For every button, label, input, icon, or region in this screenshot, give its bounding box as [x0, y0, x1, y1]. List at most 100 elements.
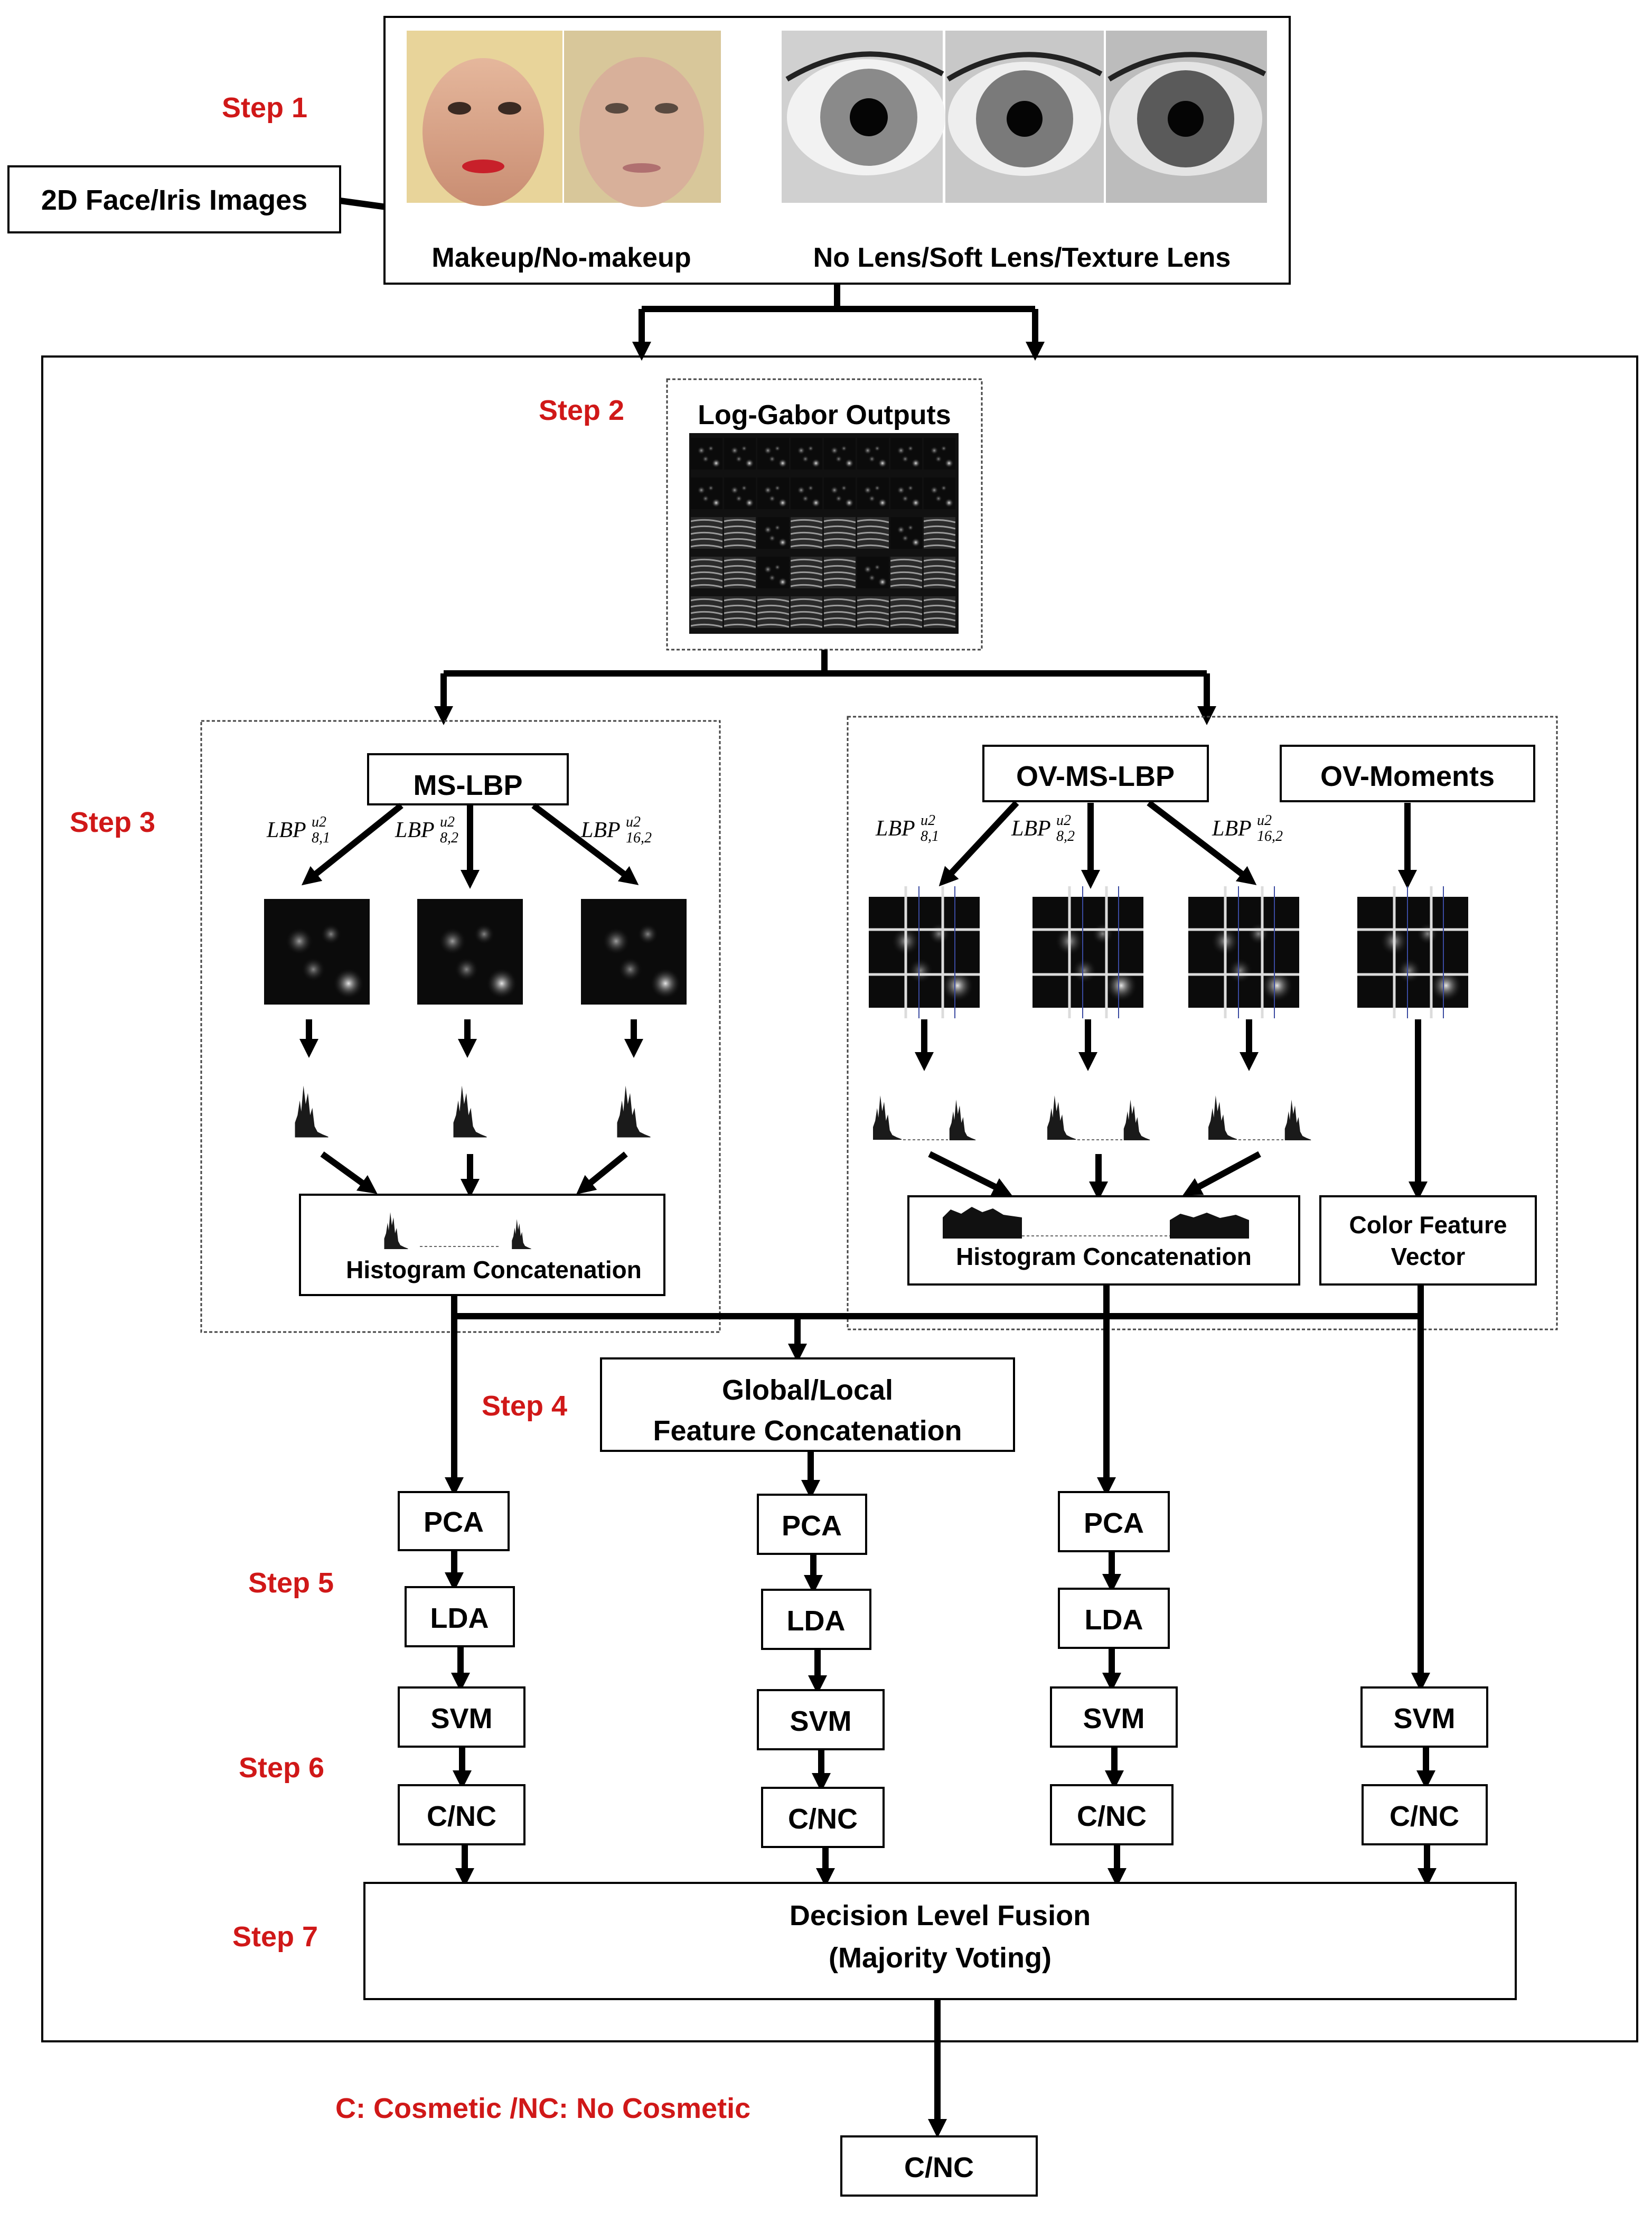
svg-text:LBP: LBP: [395, 818, 435, 842]
lbp-label-16-2-left: LBP u2 16,2: [580, 814, 652, 846]
color-feature-label-1: Color Feature: [1349, 1211, 1507, 1239]
ov-histogram-pair-3: [1208, 1095, 1311, 1140]
ov-concat-box: [907, 1195, 1300, 1286]
col2-pca-label: PCA: [782, 1510, 842, 1542]
col4-svm-box: [1360, 1686, 1488, 1748]
step-5-label: Step 5: [248, 1567, 334, 1599]
color-feature-label-2: Vector: [1391, 1243, 1466, 1270]
input-label: 2D Face/Iris Images: [41, 184, 307, 216]
face-caption: Makeup/No-makeup: [431, 242, 691, 273]
svg-text:u2: u2: [312, 814, 326, 830]
lbp-label-8-2-right: LBP u2 8,2: [1011, 812, 1075, 845]
col3-svm-label: SVM: [1083, 1703, 1144, 1734]
col3-pca-box: [1058, 1491, 1170, 1552]
color-feature-box: [1319, 1195, 1537, 1286]
svg-text:u2: u2: [440, 814, 455, 830]
ms-lbp-histogram-1: [295, 1085, 328, 1138]
face-no-makeup-image: [564, 31, 721, 207]
ms-lbp-hist-arrow-3: [576, 1151, 628, 1195]
col1-cnc-box: [398, 1784, 525, 1845]
ov-lbp-image-2: [1032, 886, 1143, 1018]
svg-text:8,1: 8,1: [921, 828, 939, 845]
col1-pca-label: PCA: [424, 1506, 484, 1538]
col1-svm-label: SVM: [430, 1703, 492, 1734]
feature-concat-line2: Feature Concatenation: [653, 1415, 962, 1447]
ms-lbp-histogram-2: [453, 1085, 487, 1138]
step-3-label: Step 3: [70, 807, 155, 838]
lbp-label-16-2-right: LBP u2 16,2: [1212, 812, 1283, 845]
lbp-label-8-1-right: LBP u2 8,1: [875, 812, 939, 845]
col4-cnc-box: [1362, 1784, 1488, 1845]
col1-cnc-label: C/NC: [427, 1801, 496, 1832]
svg-text:u2: u2: [921, 812, 935, 829]
ov-lbp-image-1: [869, 886, 980, 1018]
ms-lbp-concat-histogram: [384, 1212, 531, 1249]
lbp-label-8-2-left: LBP u2 8,2: [395, 814, 458, 846]
ov-concat-label: Histogram Concatenation: [956, 1243, 1252, 1270]
col1-svm-box: [398, 1686, 525, 1748]
ov-moments-image: [1357, 886, 1468, 1018]
col3-pca-label: PCA: [1084, 1507, 1144, 1539]
col3-cnc-box: [1050, 1784, 1174, 1845]
feature-concat-line1: Global/Local: [722, 1374, 893, 1406]
svg-text:8,2: 8,2: [440, 830, 458, 846]
step-7-label: Step 7: [232, 1921, 318, 1953]
feature-concat-box: [600, 1357, 1015, 1452]
svg-text:8,2: 8,2: [1056, 828, 1075, 845]
col2-lda-box: [761, 1589, 871, 1650]
ov-moments-title: OV-Moments: [1320, 761, 1495, 792]
col1-lda-box: [405, 1586, 515, 1647]
svg-text:LBP: LBP: [1011, 817, 1051, 841]
step-6-label: Step 6: [239, 1752, 324, 1784]
col2-cnc-box: [761, 1787, 885, 1848]
col4-cnc-label: C/NC: [1390, 1801, 1459, 1832]
main-container: [41, 355, 1638, 2042]
col2-svm-box: [757, 1689, 885, 1750]
ms-lbp-hist-arrow-1: [320, 1151, 378, 1194]
ms-lbp-panel: [200, 720, 721, 1333]
final-output-box: [840, 2135, 1038, 2197]
step-4-label: Step 4: [482, 1390, 567, 1422]
svg-text:u2: u2: [1056, 812, 1071, 829]
face-makeup-image: [407, 31, 562, 206]
svg-text:LBP: LBP: [266, 818, 306, 842]
ms-lbp-image-2: [417, 899, 523, 1005]
ov-panel: [847, 716, 1558, 1330]
ms-lbp-concat-label: Histogram Concatenation: [346, 1256, 642, 1283]
col4-svm-label: SVM: [1393, 1703, 1455, 1734]
col2-lda-label: LDA: [787, 1605, 846, 1637]
ov-ms-lbp-box: [982, 745, 1209, 802]
svg-text:LBP: LBP: [875, 817, 915, 841]
col2-cnc-label: C/NC: [788, 1803, 858, 1835]
iris-caption: No Lens/Soft Lens/Texture Lens: [813, 242, 1231, 273]
ov-hist-arrow-1: [928, 1151, 1012, 1196]
fusion-line1: Decision Level Fusion: [790, 1900, 1091, 1931]
col3-lda-label: LDA: [1085, 1604, 1143, 1636]
svg-text:LBP: LBP: [1212, 817, 1252, 841]
lbp-label-8-1-left: LBP u2 8,1: [266, 814, 330, 846]
col2-pca-box: [757, 1494, 867, 1555]
input-box: [7, 165, 341, 233]
ms-lbp-histogram-3: [617, 1085, 651, 1138]
svg-text:u2: u2: [1257, 812, 1272, 829]
col1-pca-box: [398, 1491, 510, 1551]
svg-text:u2: u2: [626, 814, 641, 830]
col3-cnc-label: C/NC: [1077, 1801, 1147, 1832]
ms-lbp-image-1: [264, 899, 370, 1005]
iris-no-lens-image: [782, 31, 945, 203]
ms-lbp-title: MS-LBP: [414, 770, 523, 801]
col2-svm-label: SVM: [790, 1705, 851, 1737]
ov-lbp-image-3: [1188, 886, 1299, 1018]
log-gabor-title: Log-Gabor Outputs: [698, 400, 951, 430]
step-2-label: Step 2: [539, 395, 624, 426]
col3-lda-box: [1058, 1588, 1170, 1649]
ov-concat-histogram: [943, 1207, 1249, 1239]
svg-text:16,2: 16,2: [1257, 828, 1283, 845]
step-1-label: Step 1: [222, 92, 307, 124]
fusion-box: [363, 1882, 1517, 2000]
svg-text:16,2: 16,2: [626, 830, 652, 846]
legend-text: C: Cosmetic /NC: No Cosmetic: [335, 2093, 750, 2124]
ov-histogram-pair-2: [1047, 1095, 1150, 1140]
fusion-line2: (Majority Voting): [829, 1942, 1052, 1974]
